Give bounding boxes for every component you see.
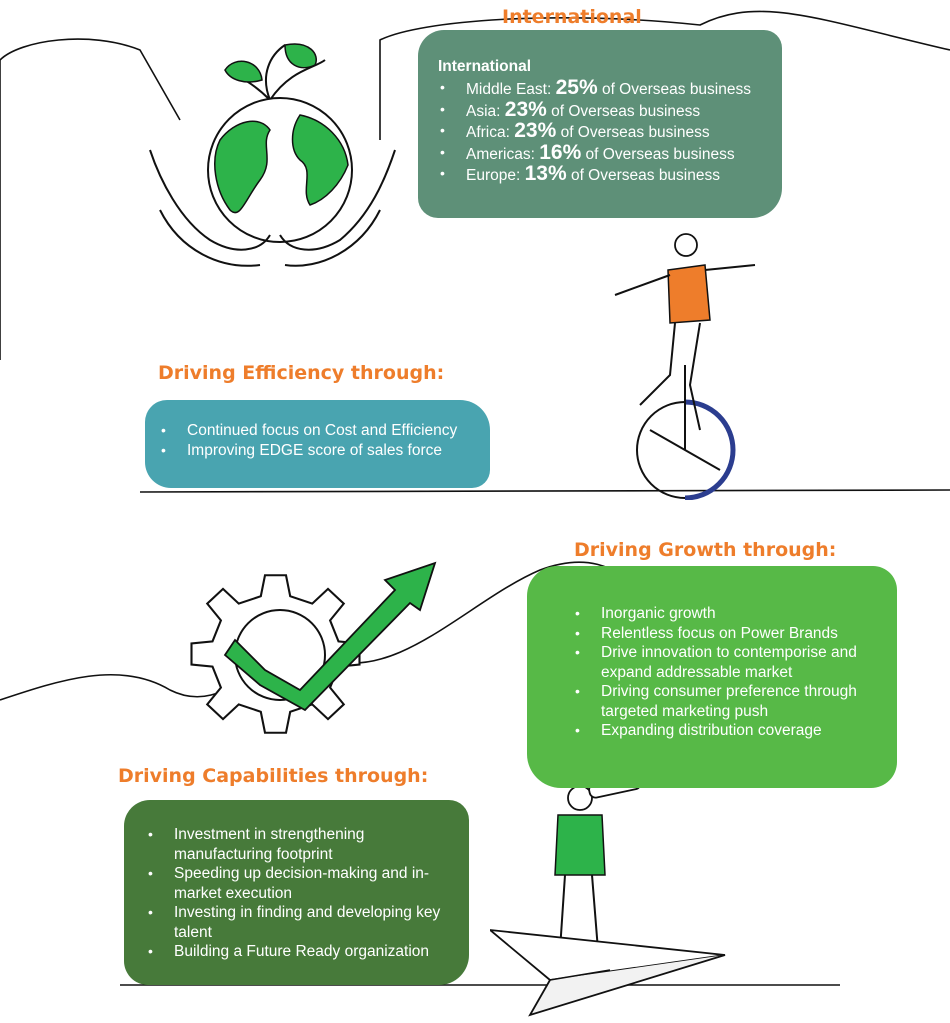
capabilities-heading: Driving Capabilities through: — [118, 765, 429, 787]
list-item: Inorganic growth — [573, 604, 877, 624]
list-item: Relentless focus on Power Brands — [573, 624, 877, 644]
growth-panel: Inorganic growth Relentless focus on Pow… — [527, 566, 897, 788]
unicycle-woman-icon — [614, 233, 756, 500]
list-item: Drive innovation to contemporise and exp… — [573, 643, 877, 682]
international-heading: International — [502, 6, 642, 28]
list-item: Americas: 16% of Overseas business — [438, 142, 762, 165]
list-item: Driving consumer preference through targ… — [573, 682, 877, 721]
capabilities-panel: Investment in strengthening manufacturin… — [124, 800, 469, 985]
international-subheading: International — [438, 58, 532, 75]
gear-growth-arrow-icon — [190, 561, 437, 734]
capabilities-list: Investment in strengthening manufacturin… — [146, 825, 455, 962]
international-panel: International Middle East: 25% of Overse… — [418, 30, 782, 218]
list-item: Continued focus on Cost and Efficiency — [159, 421, 476, 441]
list-item: Investment in strengthening manufacturin… — [146, 825, 455, 864]
list-item: Africa: 23% of Overseas business — [438, 120, 762, 143]
list-item: Expanding distribution coverage — [573, 721, 877, 741]
efficiency-list: Continued focus on Cost and Efficiency I… — [159, 421, 476, 460]
list-item: Europe: 13% of Overseas business — [438, 163, 762, 186]
list-item: Middle East: 25% of Overseas business — [438, 77, 762, 100]
list-item: Speeding up decision-making and in-marke… — [146, 864, 455, 903]
international-list: Middle East: 25% of Overseas business As… — [438, 77, 762, 186]
efficiency-panel: Continued focus on Cost and Efficiency I… — [145, 400, 490, 488]
efficiency-heading: Driving Efficiency through: — [158, 362, 445, 384]
globe-in-hands-icon — [149, 43, 396, 267]
list-item: Improving EDGE score of sales force — [159, 441, 476, 461]
paper-plane-icon — [490, 929, 726, 1017]
list-item: Building a Future Ready organization — [146, 942, 455, 962]
list-item: Asia: 23% of Overseas business — [438, 99, 762, 122]
growth-heading: Driving Growth through: — [574, 539, 837, 561]
list-item: Investing in finding and developing key … — [146, 903, 455, 942]
growth-list: Inorganic growth Relentless focus on Pow… — [573, 604, 877, 741]
